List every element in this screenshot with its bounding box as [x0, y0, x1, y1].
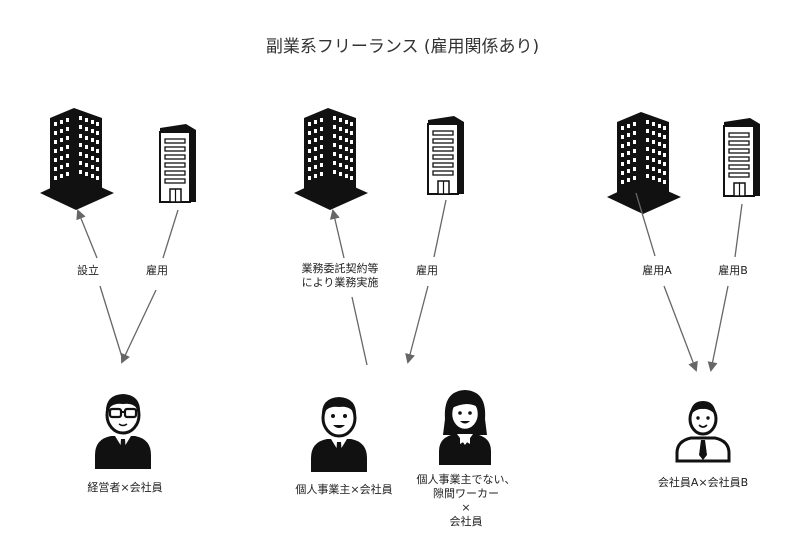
arrow-employment-b: [707, 285, 729, 372]
diagram-title: 副業系フリーランス (雇用関係あり): [265, 37, 540, 57]
arrow-employment-a: [663, 285, 698, 372]
arrow-employment: [405, 285, 429, 364]
arrow-founding-tail: [99, 285, 123, 358]
person-label-gig-worker-employee: 個人事業主でない、 隙間ワーカー × 会社員: [416, 473, 516, 528]
businesswoman-icon: [439, 390, 491, 465]
arrow-employment-top: [162, 209, 179, 259]
arrow-employment-top: [433, 199, 447, 258]
edge-label-employment-b: 雇用B: [718, 264, 748, 277]
office-building-icon: [607, 112, 681, 214]
office-worker-tie-icon: [675, 401, 731, 463]
arrow-employment: [120, 289, 157, 364]
edge-label-founding: 設立: [77, 264, 99, 277]
small-building-icon: [427, 115, 465, 195]
office-building-icon: [40, 108, 114, 210]
arrow-employment-b-top: [734, 203, 743, 258]
edge-label-employment: 雇用: [146, 264, 168, 277]
arrow-contract: [329, 209, 345, 259]
edge-label-employment-a: 雇用A: [642, 264, 672, 277]
person-label-employee-a-employee-b: 会社員A×会社員B: [657, 476, 749, 489]
person-label-manager-employee: 経営者×会社員: [87, 481, 163, 494]
arrow-founding: [76, 209, 98, 259]
edge-label-contract: 業務委託契約等 により業務実施: [301, 262, 379, 289]
person-label-sole-proprietor-employee: 個人事業主×会社員: [295, 483, 393, 496]
edge-label-employment: 雇用: [416, 264, 438, 277]
small-building-icon: [723, 117, 761, 197]
arrow-contract-tail: [351, 296, 368, 366]
businessman-icon: [309, 395, 369, 474]
small-building-icon: [159, 123, 197, 203]
office-building-icon: [294, 108, 368, 210]
arrow-employment-a-top: [635, 192, 656, 257]
businessman-glasses-icon: [93, 392, 153, 471]
